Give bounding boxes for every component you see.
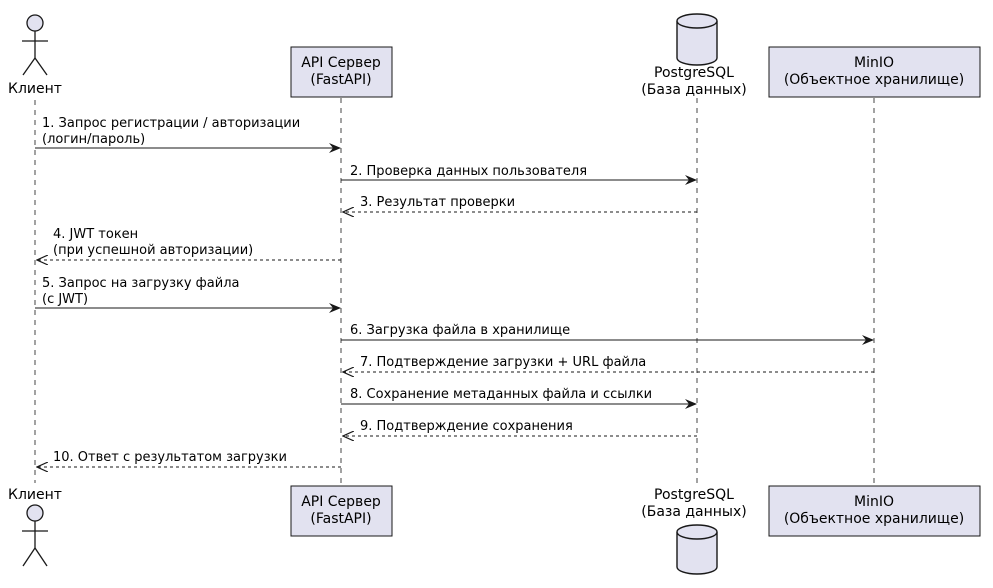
message-3: 3. Результат проверки — [343, 195, 697, 212]
participant-api-subtitle-bottom: (FastAPI) — [310, 511, 371, 527]
participant-minio-box-bottom — [768, 485, 981, 537]
message-5-label-line1: 5. Запрос на загрузку файла — [42, 276, 239, 291]
participant-db-subtitle-bottom: (База данных) — [641, 504, 747, 520]
participant-client-bottom: Клиент — [8, 487, 62, 567]
message-4-label-line2: (при успешной авторизации) — [53, 243, 253, 258]
message-2-label: 2. Проверка данных пользователя — [350, 164, 587, 179]
participant-api-subtitle: (FastAPI) — [310, 72, 371, 88]
participant-minio-title-bottom: MinIO — [854, 494, 894, 510]
actor-icon — [22, 14, 48, 76]
actor-icon — [22, 504, 48, 567]
participant-minio-top: MinIO (Объектное хранилище) — [768, 46, 981, 98]
message-10-label: 10. Ответ с результатом загрузки — [53, 450, 287, 465]
database-icon — [676, 524, 718, 575]
message-4: 4. JWT токен (при успешной авторизации) — [37, 227, 341, 260]
message-5-label-line2: (с JWT) — [42, 292, 88, 307]
message-10: 10. Ответ с результатом загрузки — [37, 450, 341, 467]
message-4-label-line1: 4. JWT токен — [53, 227, 138, 242]
message-9: 9. Подтверждение сохранения — [343, 419, 697, 436]
database-icon — [676, 13, 718, 66]
participant-api-box-bottom — [290, 485, 393, 537]
message-5: 5. Запрос на загрузку файла (с JWT) — [35, 276, 341, 313]
participant-db-bottom: PostgreSQL (База данных) — [641, 487, 747, 575]
message-6: 6. Загрузка файла в хранилище — [341, 323, 874, 345]
lifelines — [34, 98, 875, 486]
message-1: 1. Запрос регистрации / авторизации (лог… — [35, 116, 341, 153]
message-7: 7. Подтверждение загрузки + URL файла — [343, 355, 874, 372]
message-9-label: 9. Подтверждение сохранения — [360, 419, 573, 434]
messages: 1. Запрос регистрации / авторизации (лог… — [35, 116, 874, 467]
participant-minio-title: MinIO — [854, 55, 894, 71]
participant-db-title-bottom: PostgreSQL — [654, 487, 734, 503]
message-6-label: 6. Загрузка файла в хранилище — [350, 323, 570, 338]
participant-db-title: PostgreSQL — [654, 65, 734, 81]
participant-minio-subtitle-bottom: (Объектное хранилище) — [784, 511, 964, 527]
participant-db-top: PostgreSQL (База данных) — [641, 13, 747, 98]
message-8-label: 8. Сохранение метаданных файла и ссылки — [350, 387, 652, 402]
message-8: 8. Сохранение метаданных файла и ссылки — [341, 387, 697, 409]
participant-client-top: Клиент — [8, 14, 62, 97]
participant-minio-box — [768, 46, 981, 98]
message-3-label: 3. Результат проверки — [360, 195, 515, 210]
participant-api-top: API Сервер (FastAPI) — [290, 46, 393, 98]
participant-client-label: Клиент — [8, 81, 62, 97]
participant-api-title: API Сервер — [301, 55, 381, 71]
participant-api-box — [290, 46, 393, 98]
participant-api-bottom: API Сервер (FastAPI) — [290, 485, 393, 537]
participant-minio-subtitle: (Объектное хранилище) — [784, 72, 964, 88]
participant-minio-bottom: MinIO (Объектное хранилище) — [768, 485, 981, 537]
participant-api-title-bottom: API Сервер — [301, 494, 381, 510]
message-1-label-line2: (логин/пароль) — [42, 132, 145, 147]
message-1-label-line1: 1. Запрос регистрации / авторизации — [42, 116, 300, 131]
participant-client-label-bottom: Клиент — [8, 487, 62, 503]
participant-db-subtitle: (База данных) — [641, 82, 747, 98]
message-2: 2. Проверка данных пользователя — [341, 164, 697, 185]
message-7-label: 7. Подтверждение загрузки + URL файла — [360, 355, 646, 370]
